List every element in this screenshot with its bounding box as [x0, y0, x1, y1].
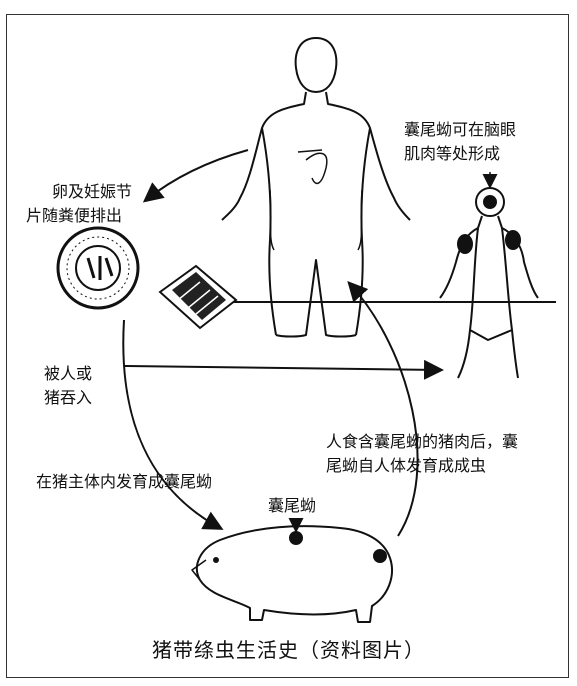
small-human-figure: [439, 187, 539, 379]
label-human-eats-pork: 人食含囊尾蚴的猪肉后，囊 尾蚴自人体发育成成虫: [326, 432, 519, 475]
label-swallowed: 被人或 猪吞入: [44, 364, 93, 407]
arrow-cycle-to-pig: [122, 319, 224, 530]
label-cyst-sites: 囊尾蚴可在脑眼 肌肉等处形成: [404, 120, 517, 163]
tapeworm-egg: [56, 226, 140, 310]
arrow-pig-to-human: [347, 281, 419, 537]
arrow-human-to-egg: [142, 149, 249, 203]
figure-frame: [6, 14, 569, 678]
arrow-to-small-human: [123, 359, 444, 380]
figure-caption: 猪带绦虫生活史（资料图片）: [152, 638, 425, 662]
label-cysticercus: 囊尾蚴: [268, 496, 317, 515]
pig-figure: [191, 525, 393, 623]
label-develop-in-pig: 在猪主体内发育成囊尾蚴: [36, 472, 213, 491]
adult-human-figure: [221, 37, 411, 338]
label-eggs-excreted: 卵及妊娠节 片随粪便排出: [26, 182, 133, 225]
gravid-proglottid: [158, 264, 238, 330]
